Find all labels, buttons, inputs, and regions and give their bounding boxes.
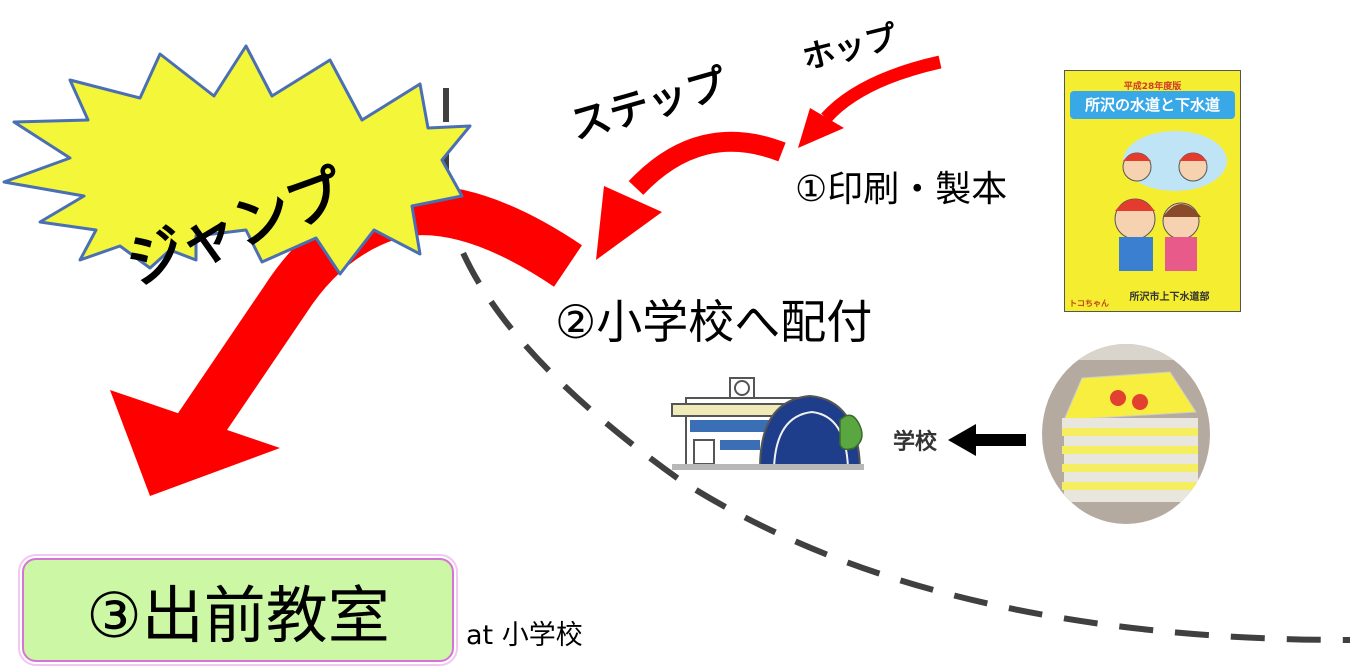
step-arrowhead — [596, 186, 662, 260]
step1-printing-label: ①印刷・製本 — [795, 169, 1008, 210]
booklet-cover: 平成28年度版 所沢の水道と下水道 トコちゃん 所沢市上下水道部 — [1064, 70, 1241, 312]
booklet-mascot-name: トコちゃん — [1069, 299, 1109, 308]
dashed-trajectory — [443, 88, 1351, 643]
booklet-title: 所沢の水道と下水道 — [1070, 91, 1235, 119]
hop-arrow — [821, 55, 942, 123]
step3-classroom-label: ③出前教室 — [86, 579, 390, 652]
hop-arrowhead — [798, 108, 844, 148]
booklet-publisher: 所沢市上下水道部 — [1129, 292, 1210, 303]
step2-distribution-label: ②小学校へ配付 — [555, 295, 873, 349]
booklet-characters-illustration — [1114, 131, 1227, 271]
step3-box: ③出前教室 — [18, 554, 458, 666]
step-arrow — [628, 131, 786, 195]
school-label: 学校 — [893, 430, 938, 455]
hop-label: ホップ — [799, 17, 902, 77]
step3-location-label: at 小学校 — [466, 620, 583, 651]
booklet-stack-photo — [1042, 344, 1210, 524]
left-arrow-icon — [948, 424, 1026, 456]
jump-arrowhead — [110, 390, 280, 496]
booklet-edition: 平成28年度版 — [1123, 82, 1182, 92]
jump-starburst — [2, 44, 472, 276]
school-building-icon — [671, 377, 864, 470]
